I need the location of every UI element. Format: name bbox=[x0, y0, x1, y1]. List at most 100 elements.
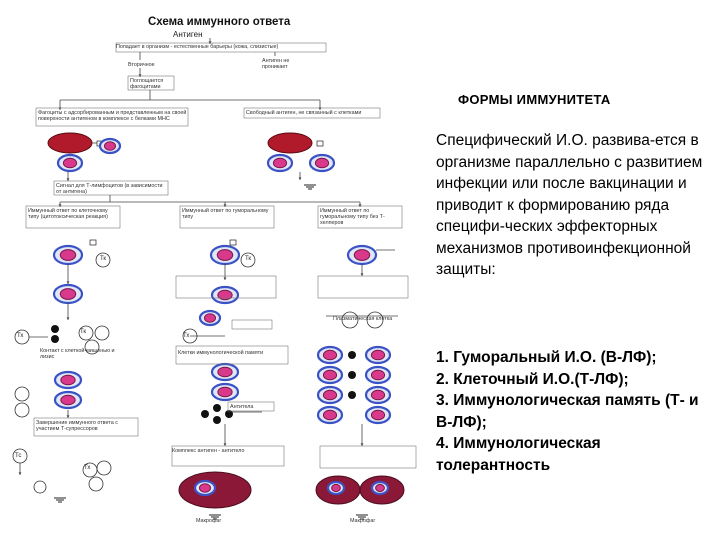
cell-nucleus bbox=[322, 389, 338, 401]
tx-dot-2 bbox=[51, 335, 59, 343]
cell-nucleus bbox=[60, 374, 76, 386]
phagocyte-cell-2 bbox=[267, 132, 313, 154]
cell-nucleus bbox=[199, 483, 211, 493]
complex-label: Комплекс антиген - антитело bbox=[172, 448, 245, 454]
antigen-label: Антиген bbox=[173, 30, 203, 39]
cell-nucleus bbox=[59, 288, 77, 300]
signal-box bbox=[53, 180, 169, 196]
col3-complex-box bbox=[319, 445, 417, 469]
not-penetrate-label: Антиген не проникает bbox=[262, 58, 290, 71]
cellular-label: Иммунный ответ по клеточному типу (цитот… bbox=[28, 208, 108, 221]
tk-side-1 bbox=[14, 386, 30, 402]
tk-cell-2 bbox=[240, 252, 256, 268]
cell-nucleus bbox=[322, 369, 338, 381]
cell-nucleus bbox=[375, 483, 385, 493]
diagram-graphics bbox=[12, 38, 417, 520]
tx-label-1: Тх bbox=[17, 333, 24, 339]
arrow-head bbox=[358, 204, 362, 207]
tx-label-3: Тх bbox=[84, 465, 91, 471]
forms-item-memory: 3. Иммунологическая память (Т- и В-ЛФ); bbox=[436, 392, 699, 431]
arrow-head bbox=[208, 41, 212, 44]
antibody-box bbox=[227, 401, 275, 412]
cell-nucleus bbox=[272, 157, 288, 169]
antigen-free-box bbox=[243, 107, 381, 119]
plasma-label: Плазматическая клетка bbox=[333, 316, 393, 322]
phagocytes-box bbox=[127, 75, 175, 91]
dark-dot bbox=[348, 371, 356, 379]
cell-nucleus bbox=[104, 141, 116, 151]
helper-b-box bbox=[317, 205, 403, 229]
cell-nucleus bbox=[217, 386, 233, 398]
tk-label-2: Тк bbox=[245, 256, 252, 262]
cell-nucleus bbox=[216, 249, 234, 261]
arrow-head bbox=[58, 204, 62, 207]
dark-dot bbox=[213, 416, 221, 424]
cell-nucleus bbox=[370, 409, 386, 421]
humoral-label: Иммунный ответ по гуморальному типу bbox=[182, 208, 269, 221]
antibody-dot bbox=[225, 410, 233, 418]
antigen-free-label: Свободный антиген, не связанный с клетка… bbox=[246, 110, 362, 116]
arrow-head bbox=[66, 281, 70, 284]
macrophage2-label: Макрофаг bbox=[350, 518, 376, 524]
forms-item-tolerance: 4. Иммунологическая толерантность bbox=[436, 435, 601, 474]
cell-nucleus bbox=[370, 349, 386, 361]
cell-nucleus bbox=[204, 313, 216, 323]
cytolysis-label: Контакт с клеткой-мишенью и лизис bbox=[40, 348, 115, 361]
suppressor-label: Завершение иммунного ответа с участием Т… bbox=[36, 420, 118, 433]
diagram-title: Схема иммунного ответа bbox=[148, 16, 291, 28]
tx-dot bbox=[51, 325, 59, 333]
arrow-head bbox=[223, 204, 227, 207]
antibody-label: Антитела bbox=[230, 404, 254, 410]
cellular-box bbox=[25, 205, 121, 229]
forms-item-cellular: 2. Клеточный И.О.(Т-ЛФ); bbox=[436, 370, 629, 388]
cell-nucleus bbox=[59, 249, 77, 261]
dark-dot bbox=[348, 391, 356, 399]
cell-nucleus bbox=[322, 349, 338, 361]
arrow-head bbox=[223, 443, 227, 446]
cell-nucleus bbox=[217, 366, 233, 378]
dark-dot bbox=[201, 410, 209, 418]
tk-cell-5 bbox=[84, 339, 100, 355]
helper-box bbox=[317, 275, 409, 299]
cell-nucleus bbox=[331, 483, 341, 493]
suppressor-box bbox=[33, 417, 139, 437]
penetrates-box bbox=[115, 42, 327, 53]
macrophage-label: Макрофаг bbox=[196, 518, 222, 524]
cell-nucleus bbox=[62, 157, 78, 169]
phagocyte-cell bbox=[47, 132, 93, 154]
tk-side-2 bbox=[14, 402, 30, 418]
phagocytes-label: Поглощается фагоцитами bbox=[130, 78, 164, 91]
cell-nucleus bbox=[353, 249, 371, 261]
phagocyte-presenting-label: Фагоциты с адсорбированным и представлен… bbox=[38, 110, 187, 123]
complex-box bbox=[171, 445, 285, 467]
cell-nucleus bbox=[314, 157, 330, 169]
arrow-head bbox=[360, 443, 364, 446]
tk-cell-4 bbox=[94, 325, 110, 341]
arrow-head bbox=[360, 273, 364, 276]
arrow-head bbox=[66, 317, 70, 320]
cell-nucleus bbox=[370, 369, 386, 381]
helper-b-label: Иммунный ответ по гуморальному типу без … bbox=[320, 208, 385, 227]
intro-paragraph: Специфический И.О. развива-ется в органи… bbox=[436, 132, 703, 278]
forms-item-humoral: 1. Гуморальный И.О. (В-ЛФ); bbox=[436, 349, 657, 366]
repeat-label: Вторичное bbox=[128, 62, 155, 68]
tc-label: Тс bbox=[15, 453, 22, 459]
tx-label-2: Тх bbox=[183, 333, 190, 339]
mhc-col1 bbox=[89, 239, 97, 246]
presenting-box bbox=[35, 107, 189, 127]
tx-cell-4 bbox=[96, 460, 112, 476]
forms-heading: ФОРМЫ ИММУНИТЕТА bbox=[458, 92, 611, 107]
tx-cell-6 bbox=[33, 480, 47, 494]
humoral-box bbox=[179, 205, 275, 229]
cytolysis-box bbox=[231, 319, 273, 330]
arrow-head bbox=[66, 178, 70, 181]
arrow-head bbox=[138, 74, 142, 77]
tk-label-1: Тк bbox=[100, 256, 107, 262]
tk-cell-3 bbox=[78, 325, 94, 341]
arrow-head bbox=[298, 177, 302, 180]
signal-label: Сигнал для Т-лимфоцитов (в зависимости о… bbox=[56, 183, 163, 196]
cell-nucleus bbox=[370, 389, 386, 401]
mhc-marker-2 bbox=[316, 140, 324, 147]
humoral-b-box bbox=[175, 275, 277, 299]
